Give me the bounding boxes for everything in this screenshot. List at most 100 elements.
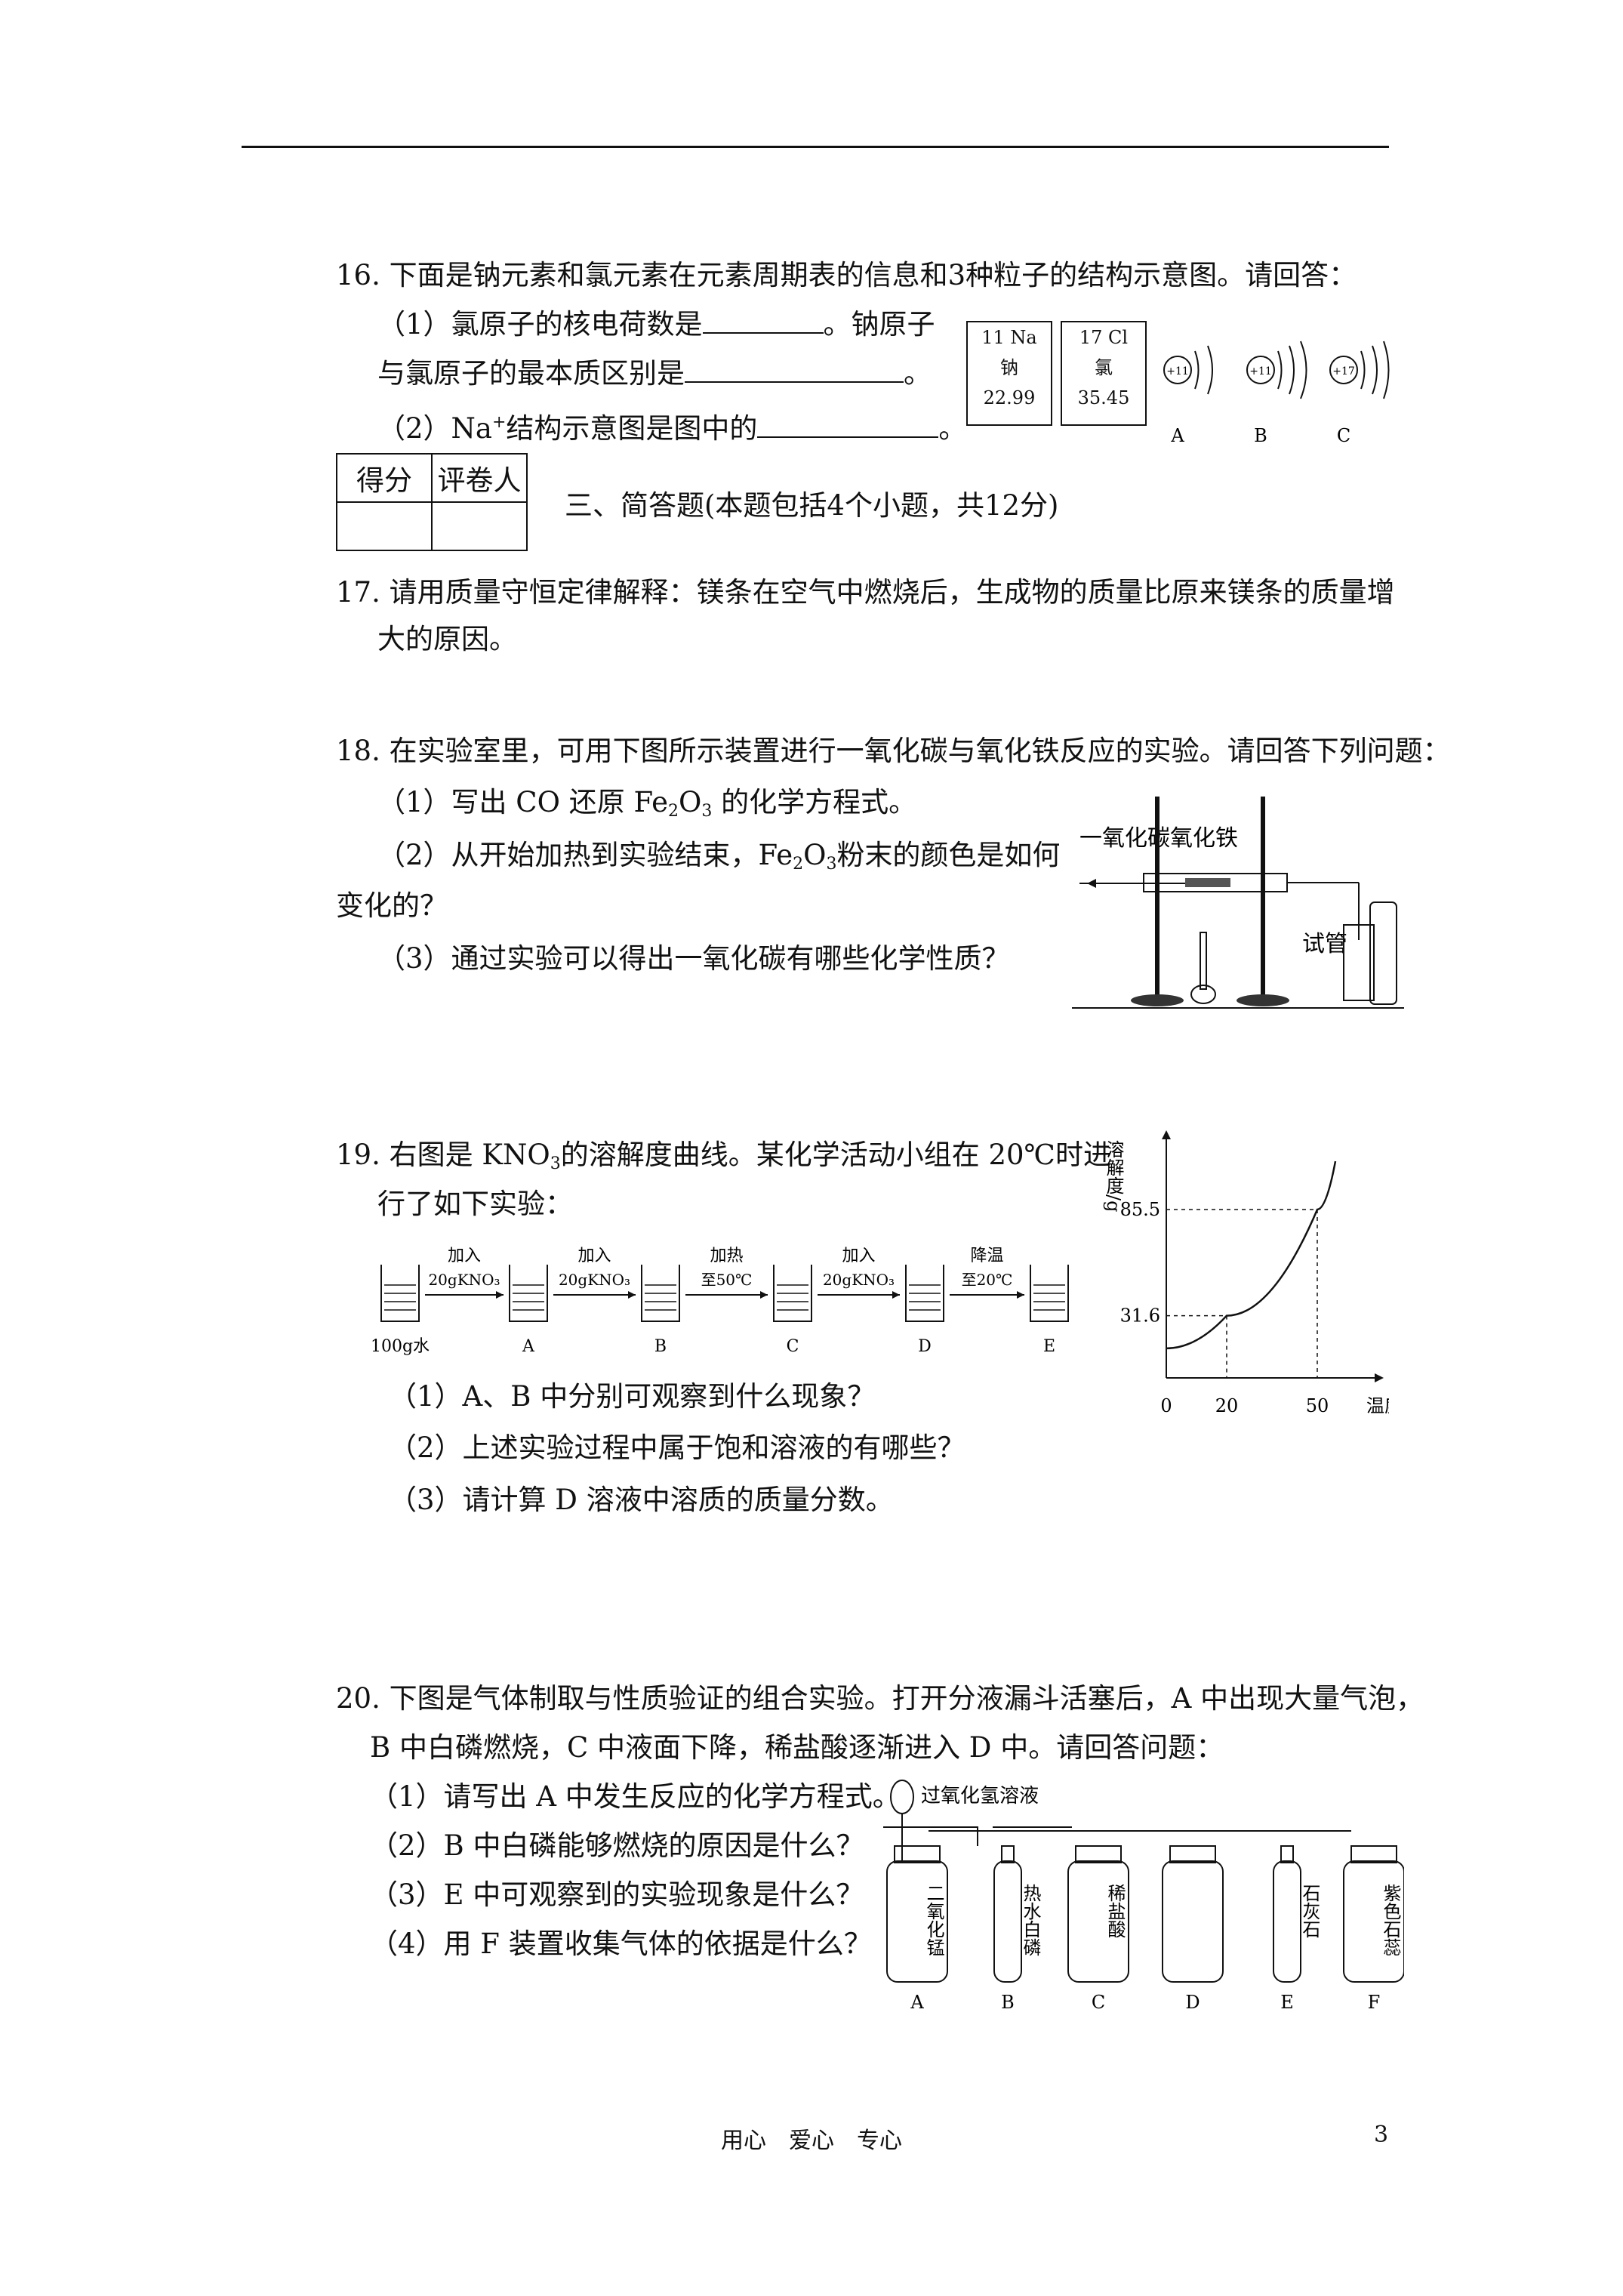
bottle-D: D xyxy=(1162,1845,1224,2013)
bottle-B: 热水白磷 B xyxy=(993,1845,1041,2013)
score-header: 得分 xyxy=(336,453,433,503)
step-bottom-2: 至50℃ xyxy=(701,1271,753,1289)
na-mass: 22.99 xyxy=(983,387,1036,408)
q20-part1: （1）请写出 A 中发生反应的化学方程式。 xyxy=(370,1780,901,1813)
bottle-content-F: 紫色石蕊 xyxy=(1380,1884,1401,1956)
q20-line1: 20. 下图是气体制取与性质验证的组合实验。打开分液漏斗活塞后，A 中出现大量气… xyxy=(336,1682,1424,1715)
q16-part1-end: 。 xyxy=(904,357,932,390)
q18-p1-s2: 3 xyxy=(701,802,713,821)
na-element-box: 11 Na 钠 22.99 xyxy=(966,321,1052,426)
beaker-label-0: 100g水 xyxy=(371,1337,430,1356)
q18-p2-s2: 3 xyxy=(826,855,837,874)
q16-part1-a: （1）氯原子的核电荷数是 xyxy=(377,308,703,341)
beaker-1: A xyxy=(509,1265,548,1356)
bottle-label-C: C xyxy=(1092,1992,1105,2013)
q19-line1-sub: 3 xyxy=(550,1154,561,1173)
q16-part1-c: 与氯原子的最本质区别是 xyxy=(377,357,685,390)
step-top-0: 加入 xyxy=(448,1247,481,1265)
y-axis-arrow xyxy=(1162,1130,1171,1139)
bottle-label-D: D xyxy=(1185,1992,1200,2013)
funnel-label: 过氧化氢溶液 xyxy=(921,1785,1039,1808)
score-table: 得分 评卷人 xyxy=(336,453,528,551)
na-name: 钠 xyxy=(1000,357,1018,378)
bottle-label-B: B xyxy=(1001,1992,1015,2013)
cl-number-symbol: 17 Cl xyxy=(1079,327,1129,348)
q18-part2-cont: 变化的？ xyxy=(336,889,448,922)
q20-part3: （3）E 中可观察到的实验现象是什么？ xyxy=(370,1878,864,1911)
particle-a: +11 A xyxy=(1163,345,1213,446)
step-bottom-3: 20gKNO₃ xyxy=(823,1271,895,1289)
na-number-symbol: 11 Na xyxy=(981,327,1037,348)
beaker-label-5: E xyxy=(1043,1337,1055,1356)
beaker-label-3: C xyxy=(787,1337,799,1356)
q16-blank-3[interactable] xyxy=(757,414,939,438)
q18-part3: （3）通过实验可以得出一氧化碳有哪些化学性质？ xyxy=(377,942,1010,975)
step-bottom-4: 至20℃ xyxy=(962,1271,1013,1289)
q16-part2: （2）Na+结构示意图是图中的。 xyxy=(377,404,966,448)
beaker-5: E xyxy=(1030,1265,1069,1356)
header-rule xyxy=(242,146,1389,148)
q16-blank-1[interactable] xyxy=(702,310,824,334)
particle-b-nucleus: +11 xyxy=(1249,365,1272,378)
q16-part2-sup: + xyxy=(491,413,507,432)
x-axis-label: 温度/℃ xyxy=(1366,1395,1389,1416)
bottle-label-E: E xyxy=(1280,1992,1294,2013)
q16-part2-b: 结构示意图是图中的 xyxy=(506,412,758,445)
q17-line2: 大的原因。 xyxy=(377,623,517,655)
y-axis-label: 溶解度/g xyxy=(1103,1140,1124,1212)
separatory-funnel xyxy=(890,1780,914,1814)
x-tick-50: 50 xyxy=(1306,1395,1329,1416)
particle-c-nucleus: +17 xyxy=(1332,365,1355,378)
score-cell[interactable] xyxy=(336,501,433,551)
q18-p1-b: 的化学方程式。 xyxy=(712,786,917,818)
particle-a-label: A xyxy=(1170,425,1184,446)
grader-cell[interactable] xyxy=(431,501,528,551)
q19-part1: （1）A、B 中分别可观察到什么现象？ xyxy=(389,1380,876,1413)
particle-structure-diagrams: +11 A +11 B +17 C xyxy=(1163,341,1390,446)
co-reduction-apparatus: 一氧化碳 氧化铁 试管 xyxy=(1072,797,1404,1009)
q18-p1-s1: 2 xyxy=(668,802,679,821)
y-tick-85.5: 85.5 xyxy=(1120,1199,1160,1220)
label-tube: 试管 xyxy=(1302,931,1347,957)
q16-blank-2[interactable] xyxy=(685,359,904,383)
q18-part2: （2）从开始加热到实验结束，Fe2O3粉末的颜色是如何 xyxy=(377,837,1060,883)
step-bottom-1: 20gKNO₃ xyxy=(559,1271,630,1289)
q18-p1-a: （1）写出 CO 还原 Fe xyxy=(377,786,669,818)
bottle-label-F: F xyxy=(1368,1992,1381,2013)
y-tick-31.6: 31.6 xyxy=(1120,1305,1160,1327)
q16-part1-cont: 与氯原子的最本质区别是 。 xyxy=(377,355,932,393)
q18-p2-m: O xyxy=(803,839,827,871)
q19-part2: （2）上述实验过程中属于饱和溶液的有哪些？ xyxy=(389,1432,965,1464)
q19-line1-a: 19. 右图是 KNO xyxy=(336,1139,550,1171)
q18-p2-b: 粉末的颜色是如何 xyxy=(836,839,1061,871)
beaker-4: D xyxy=(905,1265,944,1356)
particle-a-nucleus: +11 xyxy=(1166,365,1189,378)
section3-title: 三、简答题(本题包括4个小题，共12分) xyxy=(565,489,1059,522)
step-top-4: 降温 xyxy=(970,1247,1003,1265)
bottle-content-B: 热水白磷 xyxy=(1020,1884,1041,1956)
beaker-0: 100g水 xyxy=(371,1265,430,1356)
cl-element-box: 17 Cl 氯 35.45 xyxy=(1061,321,1147,426)
q16-part1-b: 。钠原子 xyxy=(823,308,935,341)
x-tick-20: 20 xyxy=(1215,1395,1239,1416)
step-top-1: 加入 xyxy=(577,1247,611,1265)
q19-line2: 行了如下实验： xyxy=(377,1188,573,1220)
step-top-3: 加入 xyxy=(842,1247,875,1265)
particle-c-label: C xyxy=(1337,425,1350,446)
beaker-label-1: A xyxy=(522,1337,535,1356)
bottle-content-A: 二氧化锰 xyxy=(923,1884,944,1956)
q18-p2-s1: 2 xyxy=(793,855,804,874)
q18-stem: 18. 在实验室里，可用下图所示装置进行一氧化碳与氧化铁反应的实验。请回答下列问… xyxy=(336,735,1451,767)
beaker-3: C xyxy=(773,1265,812,1356)
q19-line1-b: 的溶解度曲线。某化学活动小组在 20℃时进 xyxy=(560,1139,1111,1171)
step-top-2: 加热 xyxy=(710,1247,743,1265)
process-arrow-3: 加入 20gKNO₃ xyxy=(818,1247,900,1299)
bottle-content-C: 稀盐酸 xyxy=(1104,1884,1126,1938)
q16-part2-a: （2）Na xyxy=(377,412,492,445)
particle-b-label: B xyxy=(1254,425,1267,446)
